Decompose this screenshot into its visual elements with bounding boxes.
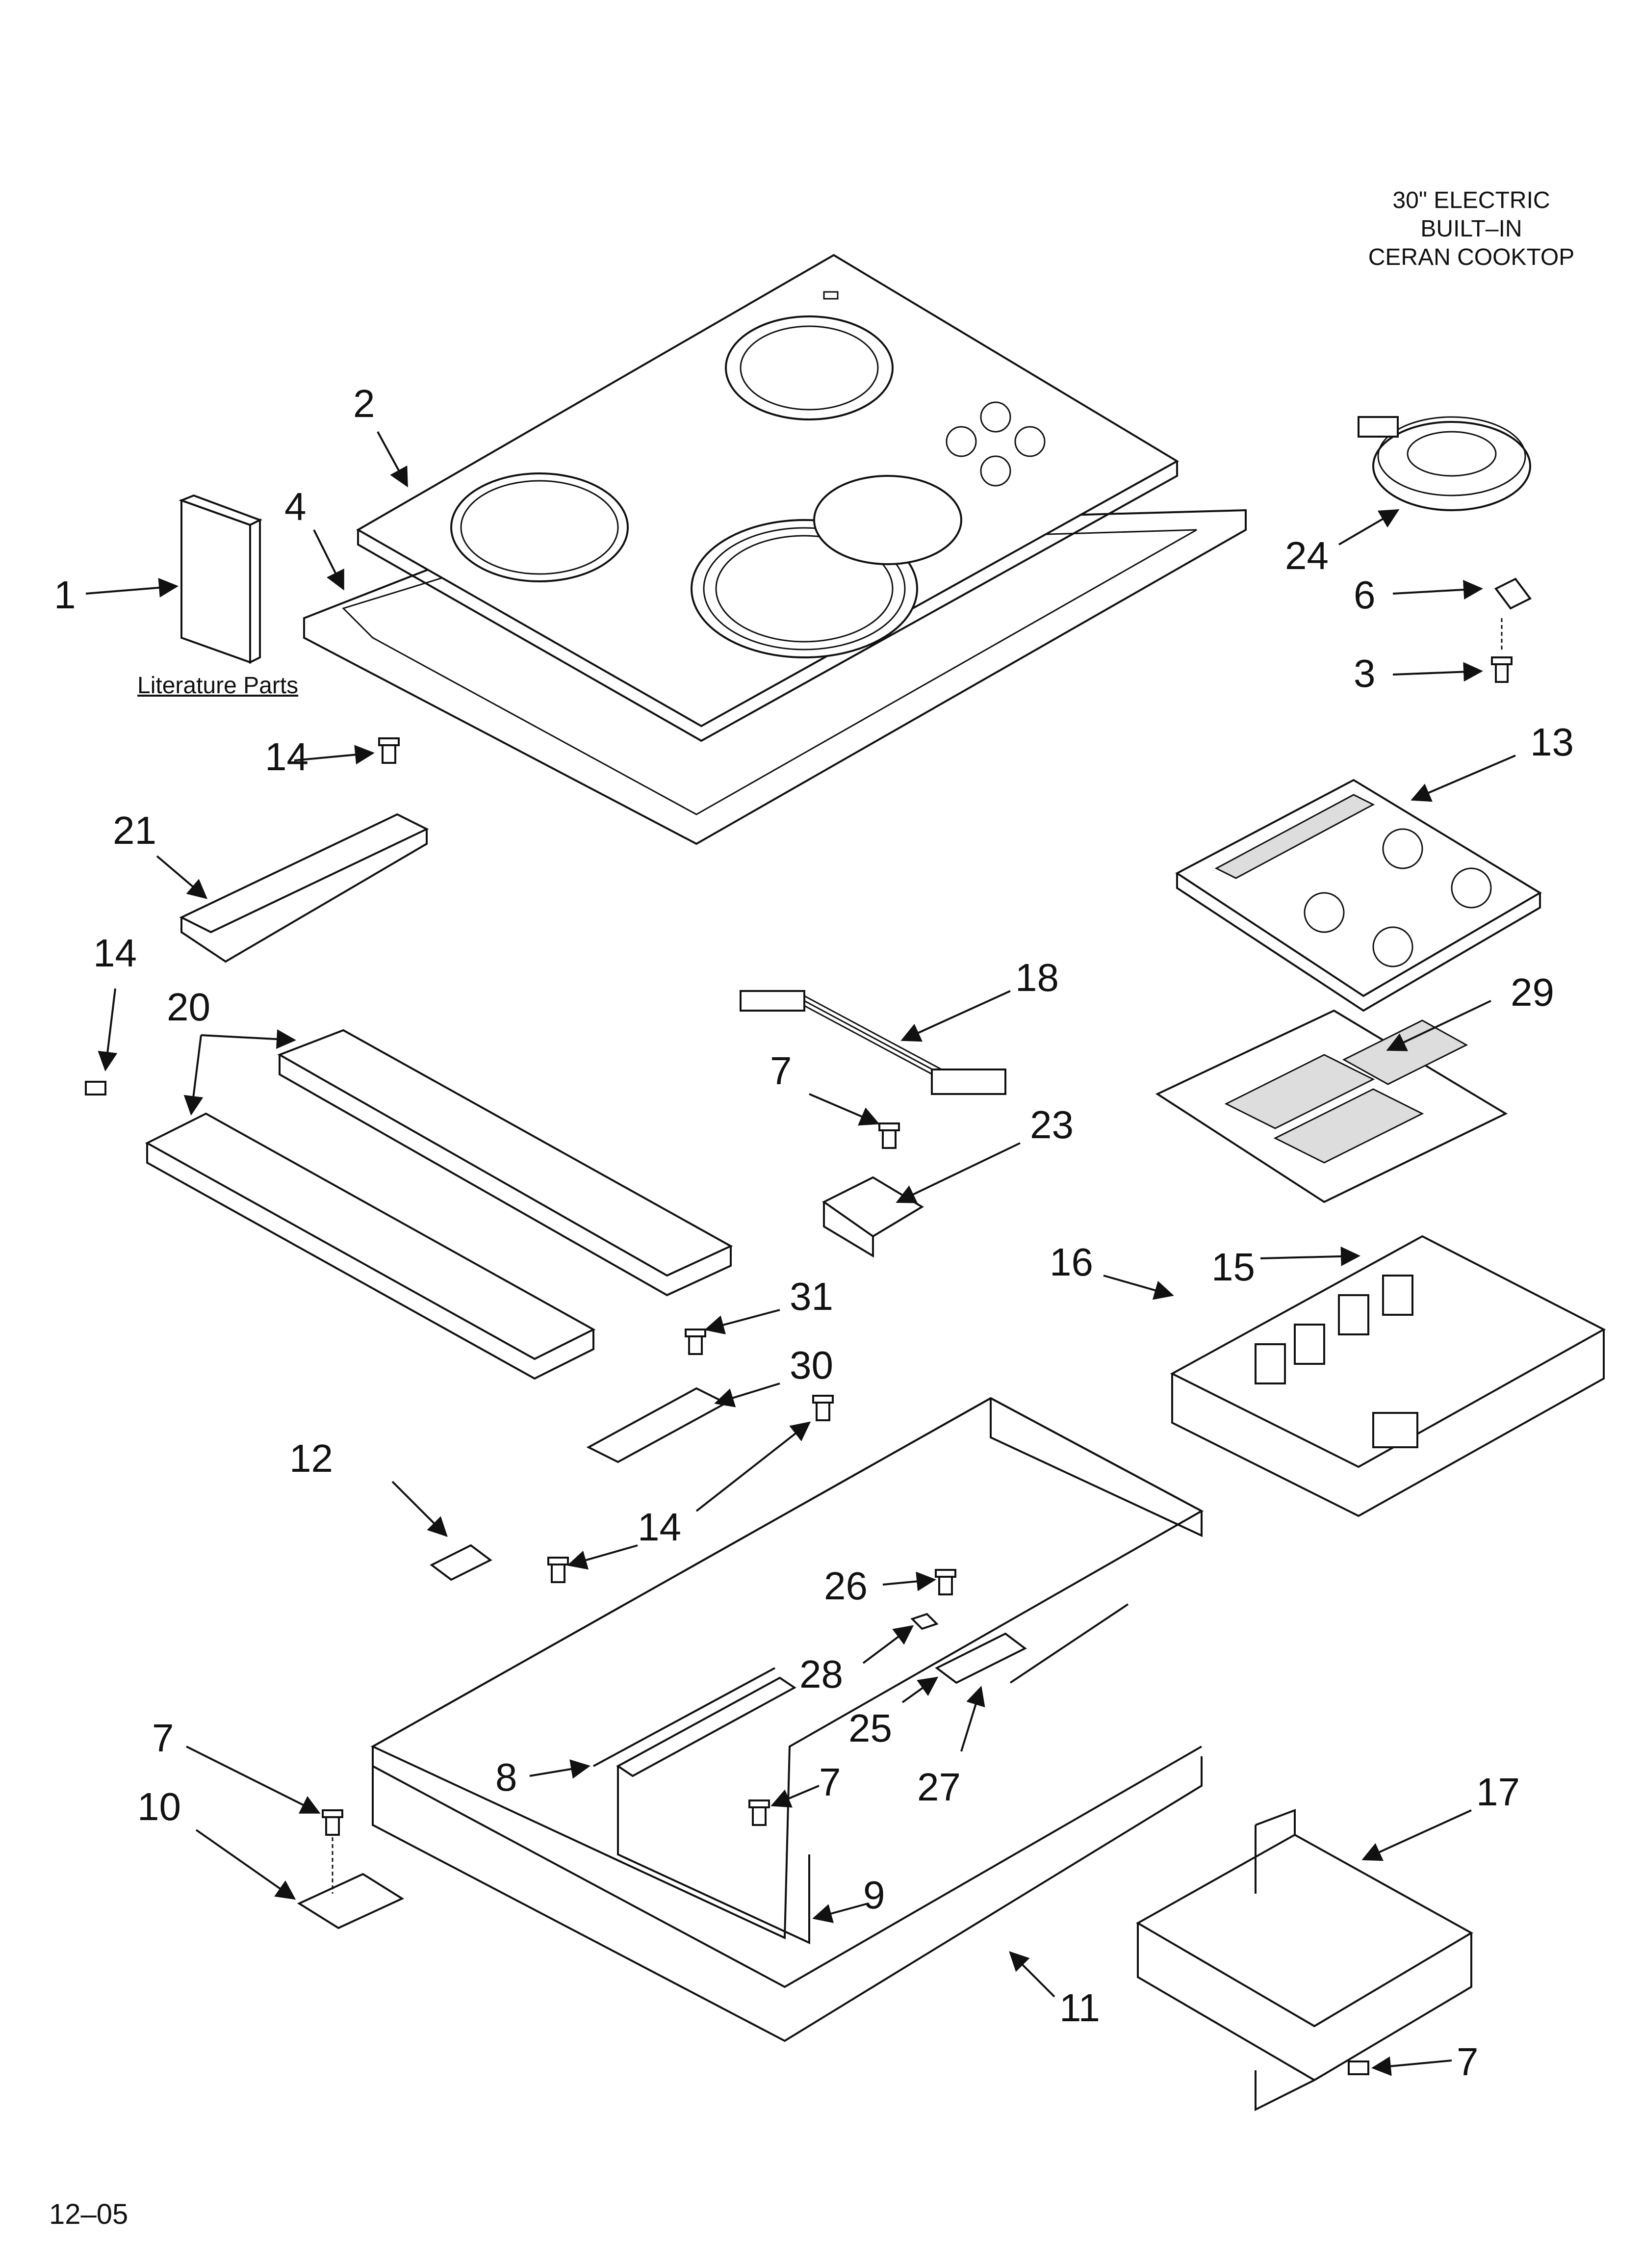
side-rail-upper	[277, 1029, 733, 1297]
screw-3	[1491, 656, 1513, 683]
title-line-2: BUILT–IN	[1420, 216, 1522, 242]
callout-25: 25	[848, 1706, 892, 1750]
screw-14-lower	[547, 1557, 569, 1583]
screw-14-top	[378, 737, 400, 764]
callout-8: 8	[495, 1755, 517, 1799]
screw-14-mid	[812, 1395, 834, 1421]
callout-31: 31	[790, 1275, 833, 1318]
leader-lines	[85, 431, 1516, 2076]
callout-29: 29	[1511, 970, 1554, 1014]
control-board	[1175, 779, 1542, 1012]
power-board-tray	[1170, 1235, 1606, 1517]
terminal-block-25	[935, 1632, 1027, 1684]
callout-7-center: 7	[819, 1760, 841, 1804]
terminal-bracket-30	[586, 1387, 728, 1463]
callout-14-left: 14	[93, 931, 137, 975]
screw-31	[685, 1329, 706, 1355]
cable-bracket	[822, 1176, 924, 1258]
callout-24: 24	[1285, 534, 1329, 577]
callout-7-top: 7	[770, 1049, 792, 1093]
callout-13: 13	[1530, 720, 1574, 764]
callout-26: 26	[824, 1564, 868, 1608]
callout-16: 16	[1050, 1240, 1093, 1284]
screw-14-left	[85, 1081, 106, 1095]
callout-1: 1	[54, 573, 76, 617]
callout-21: 21	[113, 808, 156, 852]
callout-9: 9	[863, 1873, 885, 1917]
screw-7-left	[322, 1809, 343, 1836]
callout-15: 15	[1211, 1245, 1255, 1289]
callout-27: 27	[917, 1765, 961, 1809]
literature-booklet	[179, 494, 263, 664]
callout-14-lower: 14	[638, 1505, 681, 1549]
callout-12: 12	[289, 1436, 333, 1480]
diagram-title: 30" ELECTRIC BUILT–IN CERAN COOKTOP	[1295, 186, 1642, 272]
ribbon-cable	[740, 990, 1006, 1095]
bracket-clip	[1494, 577, 1532, 610]
callout-11: 11	[1059, 1986, 1100, 2030]
literature-parts-label: Literature Parts	[137, 673, 299, 699]
callout-4: 4	[284, 485, 307, 528]
callout-18: 18	[1015, 956, 1059, 999]
callout-3: 3	[1354, 652, 1376, 695]
callout-28: 28	[799, 1652, 843, 1696]
seal-strip-8	[593, 1667, 775, 1767]
chassis-box	[370, 1397, 1204, 2042]
label-plate-12	[430, 1544, 492, 1581]
callout-7-right: 7	[1457, 2040, 1479, 2084]
ceran-glass-top	[356, 254, 1179, 742]
inner-shield-9	[616, 1676, 810, 1945]
callouts: 1 2 3 4 6 7 7 7 7 8 9 10 11 12 13 14 14 …	[54, 382, 1574, 2084]
radiant-element	[1358, 416, 1531, 511]
board-mount	[1155, 1009, 1508, 1203]
callout-10: 10	[137, 1785, 181, 1828]
callout-20: 20	[167, 985, 210, 1029]
junction-box-17	[1135, 1809, 1474, 2112]
screw-7-top	[878, 1122, 900, 1149]
callout-2: 2	[353, 382, 375, 425]
callout-23: 23	[1030, 1103, 1074, 1147]
callout-6: 6	[1354, 573, 1376, 617]
callout-7-left: 7	[152, 1716, 174, 1760]
footer-code: 12–05	[49, 2198, 128, 2230]
callout-30: 30	[790, 1343, 833, 1387]
callout-14-top: 14	[265, 735, 308, 779]
nut-28	[910, 1613, 939, 1630]
title-line-1: 30" ELECTRIC	[1392, 187, 1550, 213]
side-rail-lower	[145, 1112, 596, 1380]
screw-7-center	[748, 1799, 770, 1826]
seal-strip-27	[1009, 1603, 1129, 1684]
screw-26	[935, 1569, 956, 1595]
title-line-3: CERAN COOKTOP	[1368, 244, 1575, 270]
screw-7-right	[1348, 2060, 1369, 2075]
callout-17: 17	[1476, 1770, 1520, 1814]
mount-bracket-21	[179, 813, 429, 963]
mount-plate-10	[297, 1873, 405, 1929]
